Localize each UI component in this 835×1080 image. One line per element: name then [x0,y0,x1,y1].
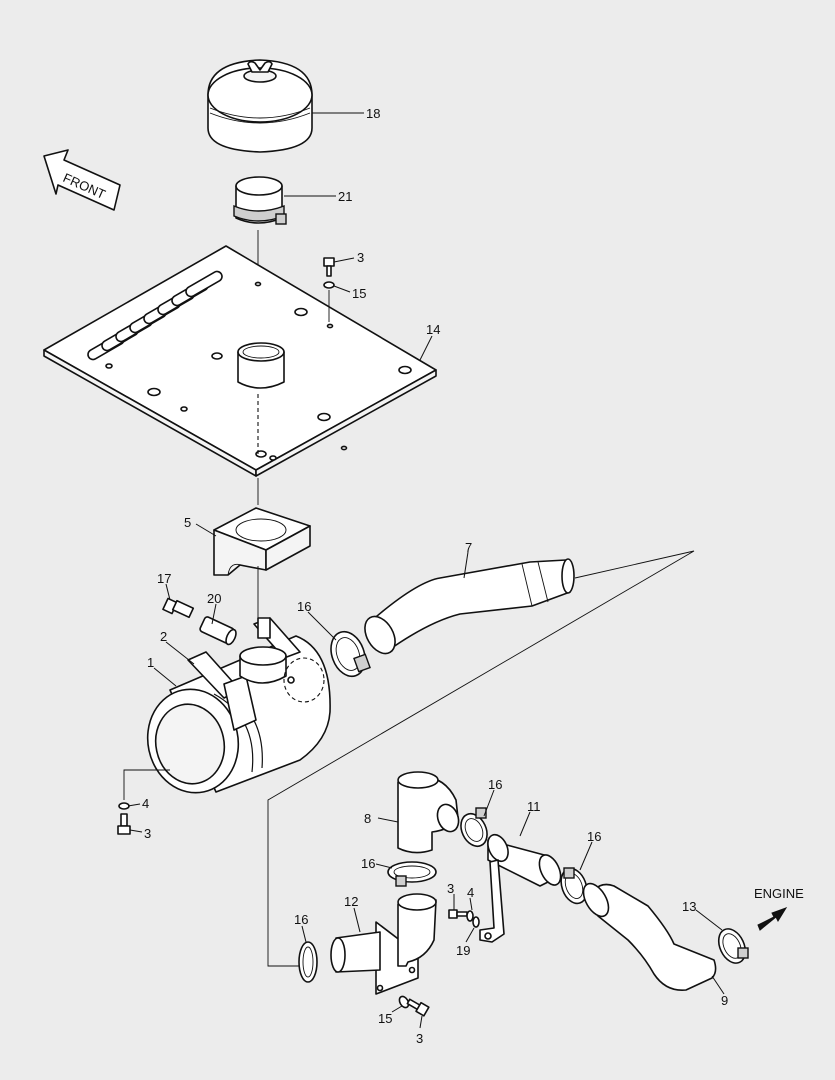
part-16-clamp-b [460,807,488,848]
part-18-precleaner [207,59,313,153]
callout-7: 7 [465,540,472,555]
part-20-indicator [199,616,237,646]
engine-arrow: ENGINE [754,886,804,931]
callout-16-a: 16 [297,599,311,614]
part-21-adapter [233,176,287,225]
callout-4-b: 4 [467,885,474,900]
callout-16-d: 16 [361,856,375,871]
callout-15-b: 15 [378,1011,392,1026]
callout-8: 8 [364,811,371,826]
bolt-3-lower [117,769,170,835]
callout-11: 11 [527,799,541,814]
leader-lines [127,112,725,1029]
callout-2: 2 [160,629,167,644]
callout-5: 5 [184,515,191,530]
callout-9: 9 [721,993,728,1008]
callout-4-a: 4 [142,796,149,811]
callout-3-top: 3 [357,250,364,265]
part-9-hose [582,882,717,991]
part-11-tube [479,833,562,943]
part-17-sensor [162,597,195,619]
part-16-clamp-e [298,941,318,983]
callout-3-c: 3 [447,881,454,896]
front-arrow: FRONT [43,149,121,211]
callout-16-b: 16 [488,777,502,792]
part-16-clamp-d [560,867,588,905]
callout-3-b: 3 [144,826,151,841]
part-16-clamp-a [330,630,371,678]
bolt-3-bracket [448,909,480,928]
callout-labels: 18 21 3 15 14 5 7 17 20 16 2 1 4 3 16 8 … [142,106,728,1046]
vent-slots [87,270,223,361]
part-8-elbow [397,771,460,854]
callout-13: 13 [682,899,696,914]
part-5-block [213,507,311,576]
callout-16-e: 16 [294,912,308,927]
callout-16-c: 16 [587,829,601,844]
bolt-3-bottom [398,995,430,1017]
callout-18: 18 [366,106,380,121]
callout-17: 17 [157,571,171,586]
callout-1: 1 [147,655,154,670]
engine-label: ENGINE [754,886,804,901]
part-7-hose [364,558,575,655]
part-1-housing [146,617,331,794]
callout-20: 20 [207,591,221,606]
part-16-clamp-c [387,861,437,887]
part-13-clamp [717,928,749,964]
callout-15-top: 15 [352,286,366,301]
callout-14: 14 [426,322,440,337]
callout-21: 21 [338,189,352,204]
callout-12: 12 [344,894,358,909]
callout-3-d: 3 [416,1031,423,1046]
callout-19: 19 [456,943,470,958]
part-14-plate [43,245,437,477]
part-12-elbow-bracket [330,893,437,995]
guide-line [267,550,695,967]
